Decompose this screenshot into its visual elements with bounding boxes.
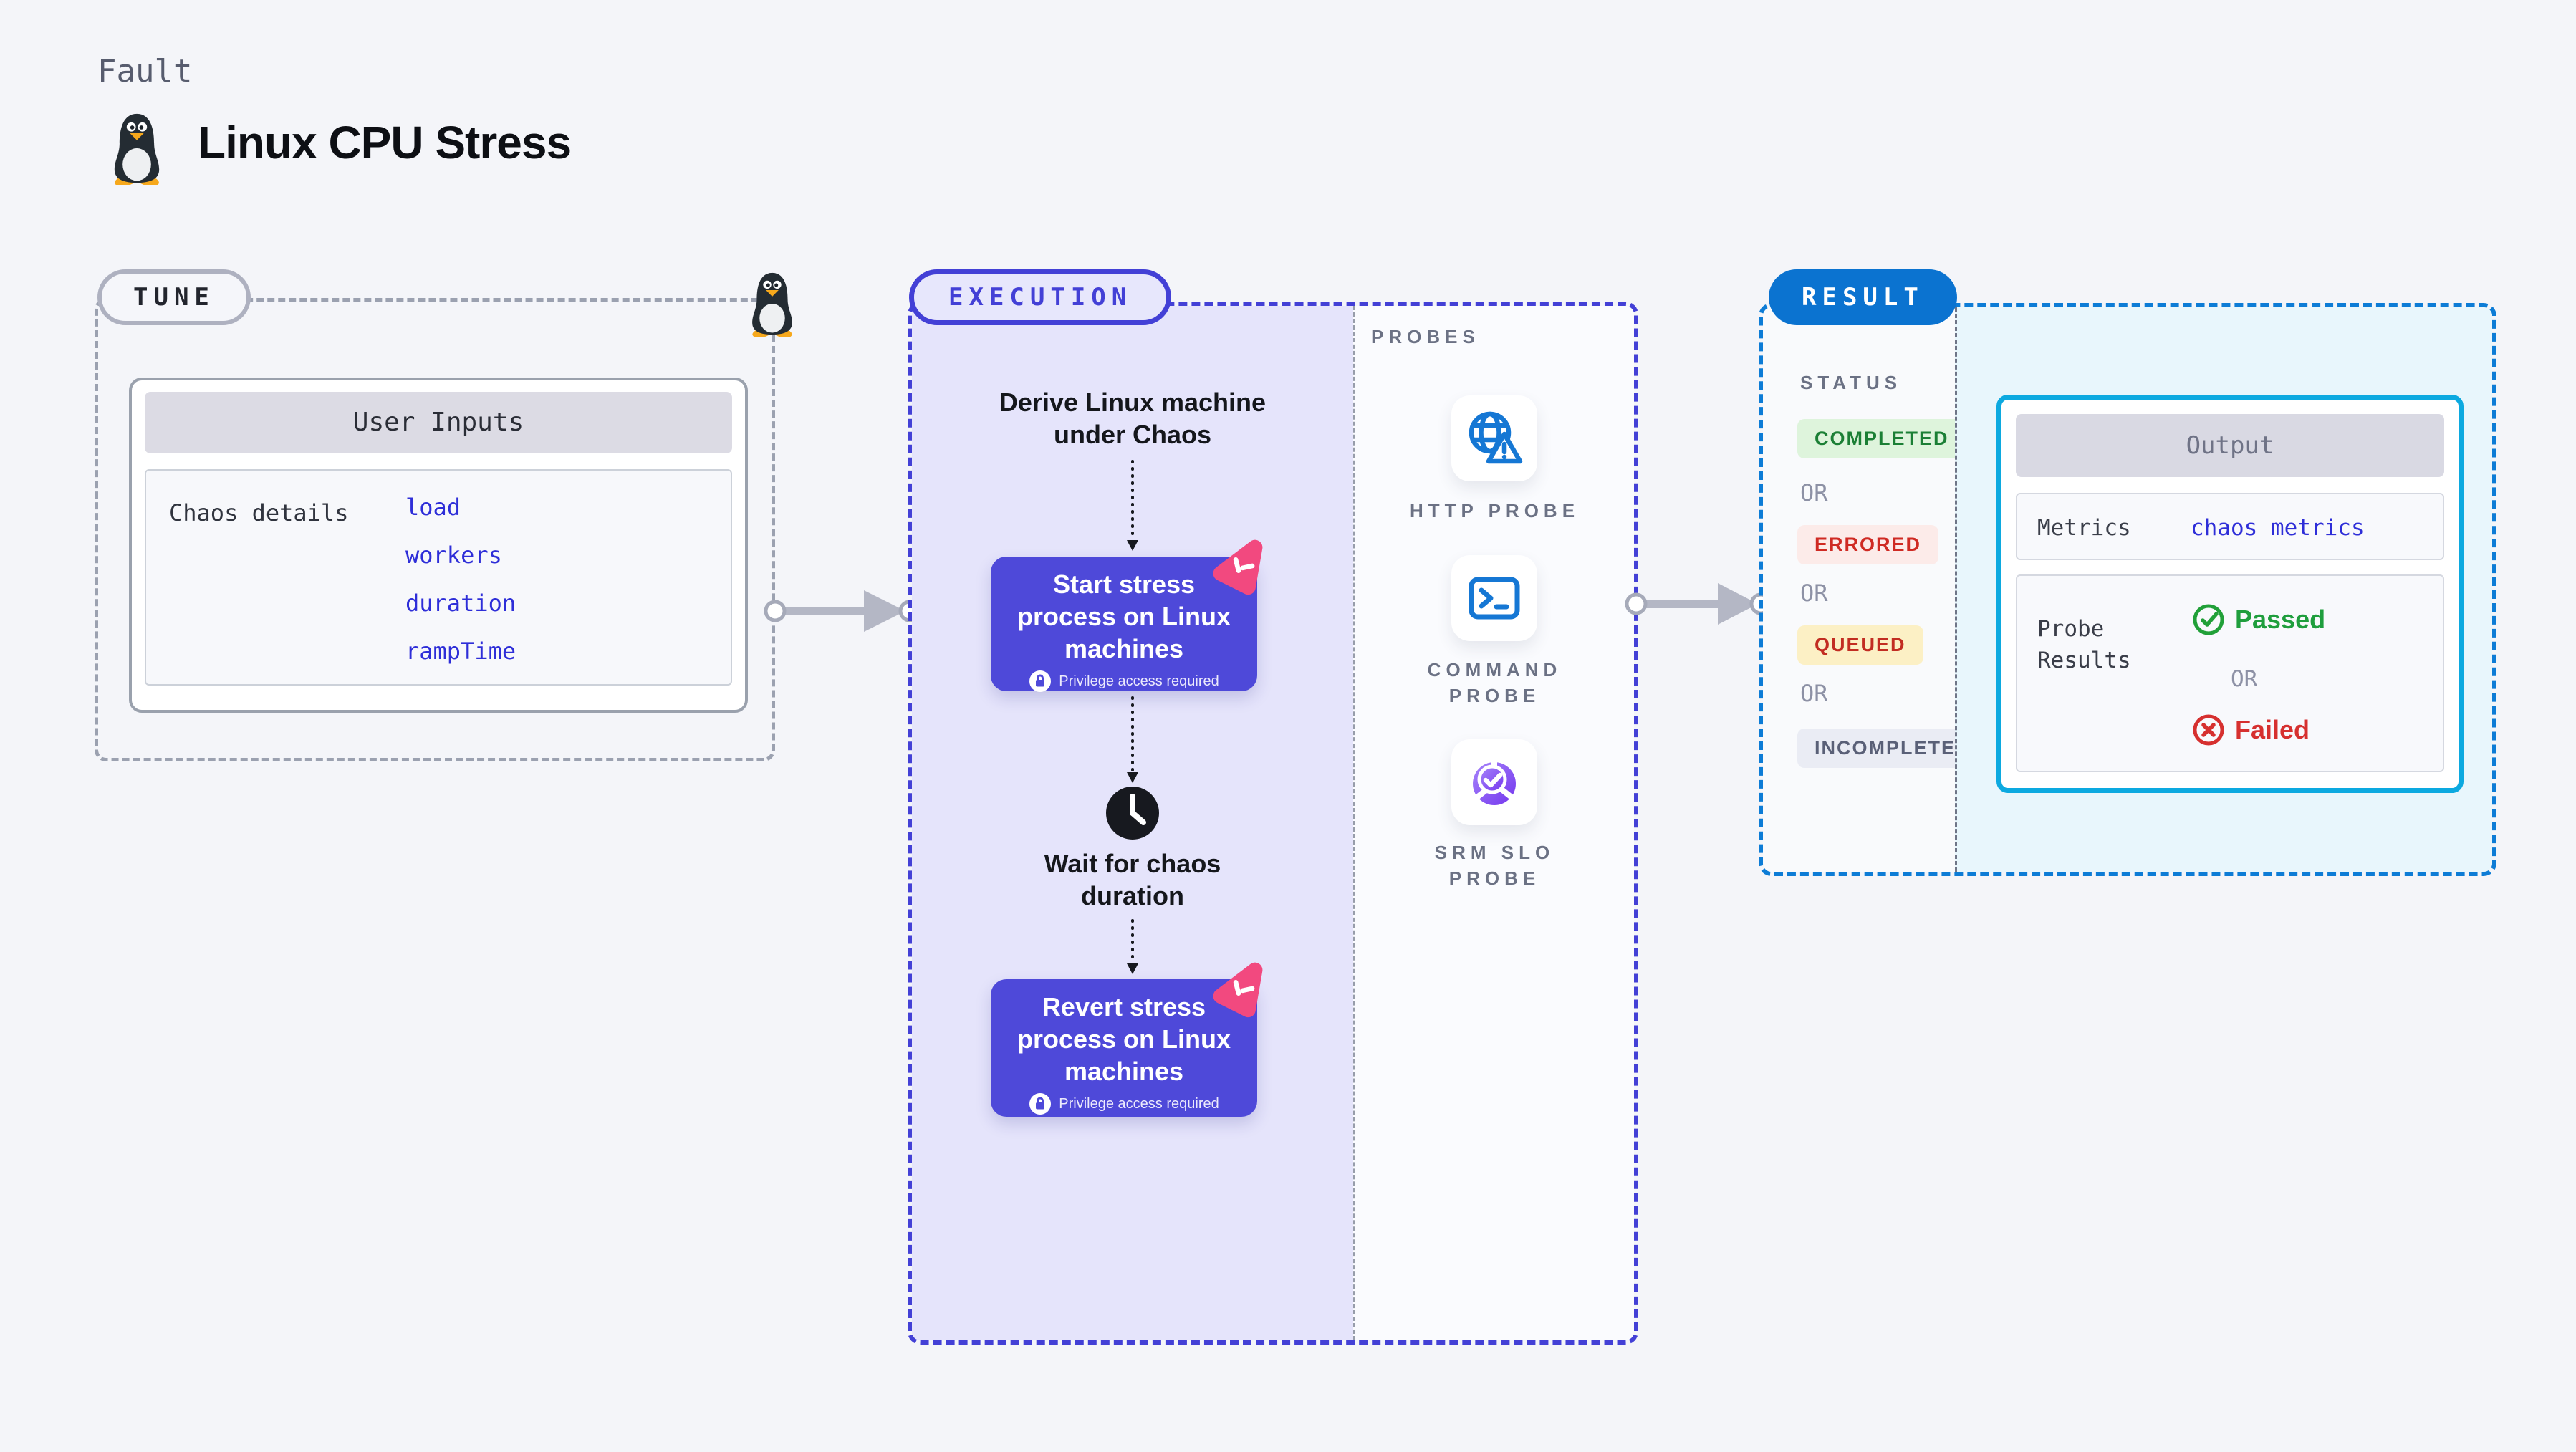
metrics-row: Metrics chaos metrics [2016, 493, 2444, 560]
status-badge-errored: ERRORED [1797, 525, 1939, 564]
check-circle-icon [2193, 604, 2224, 635]
chaos-details-links: load workers duration rampTime [405, 484, 516, 675]
arrow-execution-to-result [1625, 583, 1772, 625]
or-separator: OR [1800, 479, 1828, 506]
or-separator: OR [1800, 680, 1828, 707]
output-column: Output Metrics chaos metrics Probe Resul… [1955, 307, 2492, 872]
lock-icon [1029, 670, 1052, 692]
status-badge-completed: COMPLETED [1797, 419, 1966, 458]
revert-stress-node: Revert stress process on Linux machines … [991, 962, 1263, 1117]
tux-penguin-icon [752, 272, 792, 337]
user-inputs-card: User Inputs Chaos details load workers d… [129, 378, 748, 713]
tune-section-box [95, 298, 775, 761]
or-separator: OR [1800, 580, 1828, 607]
tux-penguin-icon [114, 113, 160, 185]
fault-kicker: Fault [97, 53, 193, 90]
wait-step-label: Wait for chaos duration [1044, 849, 1221, 910]
probes-label: PROBES [1371, 326, 1480, 347]
probe-results-label: Probe Results [2037, 616, 2131, 673]
x-circle-icon [2193, 714, 2224, 746]
failed-result: Failed [2192, 713, 2310, 746]
slo-donut-check-icon [1472, 759, 1517, 805]
tune-section-badge: TUNE [97, 269, 251, 325]
globe-warning-icon [1469, 411, 1523, 464]
privilege-caption: Privilege access required [991, 1092, 1257, 1115]
or-separator: OR [2231, 666, 2258, 692]
link-duration[interactable]: duration [405, 590, 516, 617]
dotted-arrow-down [1127, 696, 1138, 783]
link-workers[interactable]: workers [405, 542, 502, 569]
dotted-arrow-down [1127, 919, 1138, 974]
derive-step-label: Derive Linux machine under Chaos [999, 388, 1267, 449]
status-label: STATUS [1800, 372, 1903, 393]
srm-slo-probe-card [1451, 739, 1537, 825]
srm-slo-probe-label: SRM SLO PROBE [1434, 842, 1555, 889]
start-stress-node: Start stress process on Linux machines P… [991, 539, 1263, 693]
http-probe-label: HTTP PROBE [1409, 500, 1580, 521]
chaos-pink-icon [1213, 962, 1263, 1018]
execution-section-badge: EXECUTION [909, 269, 1172, 325]
arrow-tune-to-execution [764, 590, 921, 632]
execution-flow-area: Derive Linux machine under Chaos Start s… [912, 306, 1353, 1340]
page-title: Linux CPU Stress [198, 117, 572, 168]
lock-icon [1029, 1093, 1052, 1115]
metrics-label: Metrics [2037, 515, 2131, 541]
dotted-arrow-down [1127, 460, 1138, 551]
user-inputs-body: Chaos details load workers duration ramp… [145, 469, 732, 686]
status-column: STATUS COMPLETED OR ERRORED OR QUEUED OR… [1763, 307, 1989, 872]
result-section-box: STATUS COMPLETED OR ERRORED OR QUEUED OR… [1759, 303, 2496, 876]
probes-panel: PROBES HTTP PROBE [1353, 306, 1634, 1340]
chaos-details-label: Chaos details [169, 499, 349, 527]
probe-results-row: Probe Results Passed OR [2016, 574, 2444, 772]
user-inputs-header: User Inputs [145, 392, 732, 453]
chaos-pink-icon [1213, 539, 1263, 595]
passed-result: Passed [2192, 603, 2325, 636]
result-section-badge: RESULT [1769, 269, 1957, 325]
execution-section-box: Derive Linux machine under Chaos Start s… [908, 302, 1638, 1345]
terminal-icon [1469, 577, 1520, 620]
clock-icon [1106, 787, 1159, 840]
command-probe-card [1451, 555, 1537, 641]
privilege-caption: Privilege access required [991, 670, 1257, 693]
output-card: Output Metrics chaos metrics Probe Resul… [1996, 395, 2464, 793]
chaos-metrics-link[interactable]: chaos metrics [2191, 515, 2365, 541]
status-badge-queued: QUEUED [1797, 625, 1923, 665]
http-probe-card [1451, 395, 1537, 481]
link-rampTime[interactable]: rampTime [405, 638, 516, 665]
output-header: Output [2016, 414, 2444, 477]
command-probe-label: COMMAND PROBE [1427, 659, 1562, 706]
link-load[interactable]: load [405, 494, 461, 521]
